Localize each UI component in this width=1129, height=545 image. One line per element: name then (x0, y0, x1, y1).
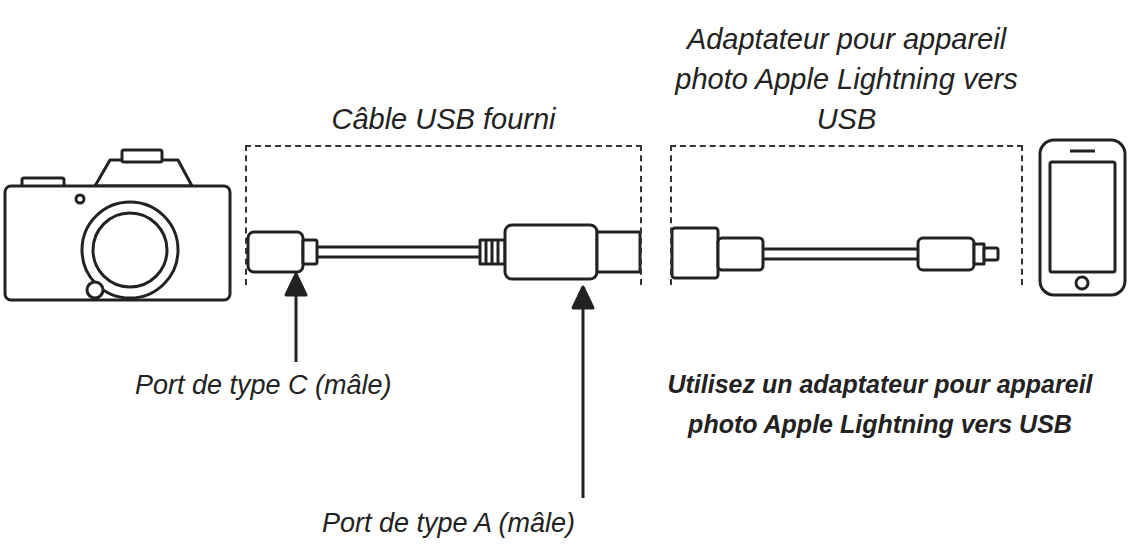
phone-home-button (1076, 277, 1088, 289)
phone-body (1040, 140, 1125, 295)
phone-drawing (1040, 140, 1125, 295)
camera-lens-inner (93, 213, 167, 287)
camera-body (5, 186, 230, 300)
camera-hump (95, 160, 192, 186)
type-c-plug (248, 232, 303, 272)
camera-lens-outer (82, 202, 178, 298)
camera-button (87, 282, 103, 298)
adapter-body (718, 238, 763, 270)
phone-speaker (1070, 150, 1095, 153)
strain-rib (497, 240, 500, 264)
strain-relief (480, 240, 505, 264)
cable-line (763, 258, 918, 261)
port-label: Port de type A (mâle) (322, 505, 575, 541)
usb-cable-drawing (248, 225, 640, 279)
lightning-body (918, 238, 974, 270)
cable-line (317, 246, 480, 249)
type-a-metal (597, 232, 640, 272)
strain-rib (485, 240, 488, 264)
instruction-note: Utilisez un adaptateur pour appareil pho… (640, 364, 1120, 444)
camera-sensor-dot (76, 195, 84, 203)
phone-screen (1050, 162, 1115, 272)
lightning-tip (984, 248, 998, 260)
cable-line (317, 256, 480, 259)
camera-drawing (5, 150, 230, 300)
group-heading: Adaptateur pour appareil photo Apple Lig… (649, 19, 1045, 139)
dashed-group-box: Adaptateur pour appareil photo Apple Lig… (670, 145, 1023, 285)
leader-line (295, 292, 298, 362)
camera-flash (122, 150, 162, 162)
adapter-drawing (672, 228, 998, 278)
type-c-neck (303, 240, 317, 264)
usb-female (672, 228, 718, 278)
port-label: Port de type C (mâle) (135, 367, 392, 403)
dashed-group-box: Câble USB fourni (245, 145, 642, 285)
group-heading: Câble USB fourni (197, 99, 690, 139)
strain-rib (491, 240, 494, 264)
type-a-body (505, 225, 597, 279)
leader-line (582, 305, 585, 498)
cable-line (763, 248, 918, 251)
arrow-head (573, 287, 593, 308)
arrow-head (286, 274, 306, 295)
